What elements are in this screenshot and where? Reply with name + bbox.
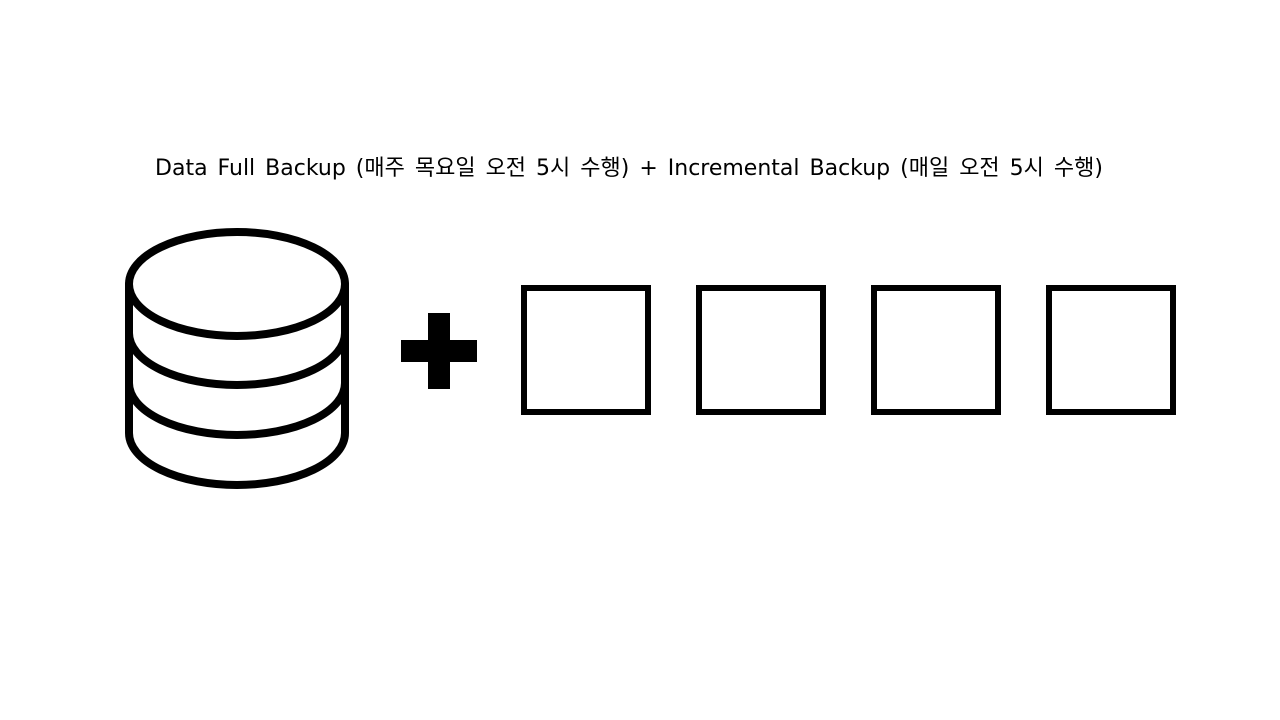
incremental-backup-square-icon xyxy=(1046,285,1176,415)
database-icon xyxy=(125,228,349,489)
incremental-backup-square-icon xyxy=(696,285,826,415)
incremental-backup-square-icon xyxy=(521,285,651,415)
slide-title: Data Full Backup (매주 목요일 오전 5시 수행) + Inc… xyxy=(155,156,1103,181)
incremental-backup-square-icon xyxy=(871,285,1001,415)
plus-icon xyxy=(401,313,477,389)
